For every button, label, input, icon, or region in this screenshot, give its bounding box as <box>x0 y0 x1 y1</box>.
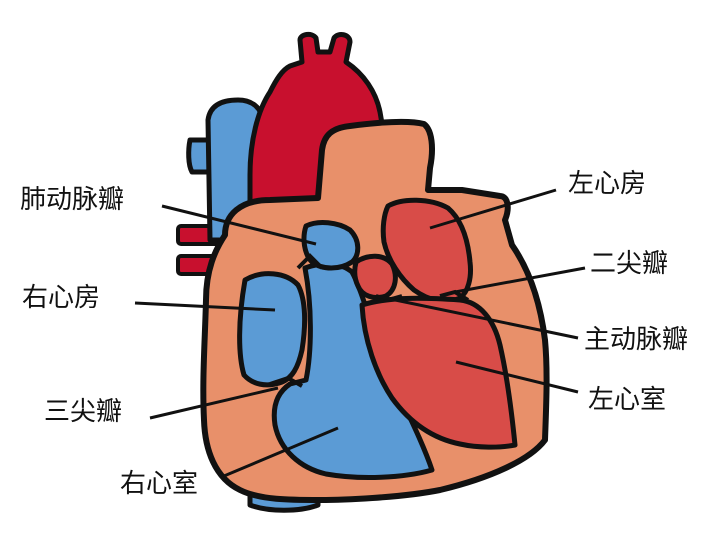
leader-right-ventricle <box>223 426 339 478</box>
label-right-ventricle: 右心室 <box>120 469 198 499</box>
label-left-ventricle: 左心室 <box>588 385 666 415</box>
pulmonary-valve-flap <box>296 253 324 270</box>
label-pulmonary-valve: 肺动脉瓣 <box>20 185 124 215</box>
label-tricuspid-valve: 三尖瓣 <box>44 397 122 427</box>
right-atrium-chamber <box>237 271 308 388</box>
pulmonary-artery <box>301 220 361 271</box>
leader-mitral-valve <box>454 266 586 294</box>
leader-tricuspid-valve <box>149 386 279 420</box>
leader-pulmonary-valve <box>161 204 317 246</box>
aortic-valve-chamber <box>352 253 398 301</box>
leader-aortic-valve <box>375 294 579 340</box>
leader-left-atrium <box>429 188 557 230</box>
label-aortic-valve: 主动脉瓣 <box>584 325 688 355</box>
label-right-atrium: 右心房 <box>22 283 100 313</box>
leader-right-atrium <box>134 301 276 312</box>
leader-left-ventricle <box>455 360 579 394</box>
left-ventricle-chamber <box>359 295 518 450</box>
tricuspid-valve-flap <box>269 375 303 388</box>
label-left-atrium: 左心房 <box>568 169 646 199</box>
aorta <box>247 31 387 248</box>
label-mitral-valve: 二尖瓣 <box>590 249 668 279</box>
